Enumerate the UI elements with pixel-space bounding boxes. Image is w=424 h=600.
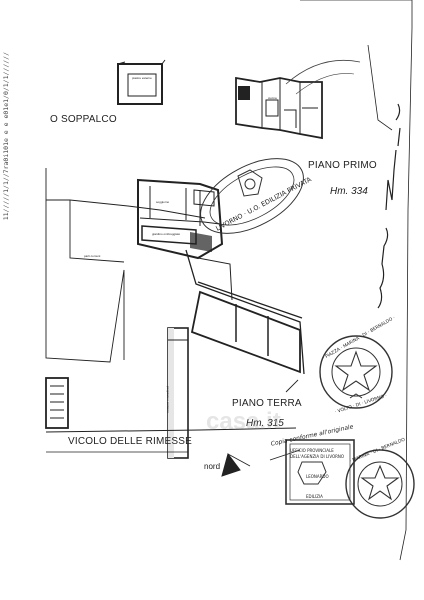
boundary-line: [300, 0, 413, 561]
piano-primo-plan-main: [137, 178, 224, 260]
label-piano-terra: PIANO TERRA: [232, 398, 302, 409]
marina-seal: [319, 335, 393, 409]
label-nord: nord: [204, 462, 221, 471]
watermark: casa.it: [206, 408, 281, 435]
room-label: parti comuni: [84, 254, 101, 258]
small-building-bottom-left: [45, 377, 69, 429]
arrow-line: [285, 379, 299, 393]
label-hm-primo: Hm. 334: [330, 186, 368, 197]
piano-primo-plan-upper: [235, 76, 323, 140]
north-arrow-icon: [221, 452, 251, 477]
ufficio-stamp-text: EDILIZIA: [306, 494, 323, 499]
boundary-line: [367, 44, 393, 131]
ufficio-stamp-text: LEONARDO: [306, 474, 329, 479]
arrow-line: [269, 449, 301, 461]
site-boundary: [69, 200, 125, 263]
stamp-fragment: [295, 73, 355, 95]
stamp-fragment: [285, 59, 361, 85]
room-label: soggiorno: [156, 200, 170, 204]
piano-terra-plan: [167, 327, 189, 459]
room-label: cucina: [268, 96, 277, 100]
room-label: pergolato e contorni: [166, 386, 170, 413]
marina-seal-lower: [345, 449, 415, 519]
label-piano-primo: PIANO PRIMO: [308, 160, 377, 171]
edilizia-stamp: [200, 158, 304, 234]
ufficio-stamp: [285, 439, 355, 505]
site-boundary: [46, 199, 206, 219]
signature-michelangelo: [385, 103, 401, 211]
ufficio-stamp-text: DELL'AGENZIA DI LIVORNO: [290, 454, 345, 459]
soppalco-plan: [117, 59, 166, 105]
signature-boato: [377, 227, 389, 309]
label-hm-terra: Hm. 315: [246, 418, 284, 429]
label-vicolo: VICOLO DELLE RIMESSE: [68, 436, 193, 447]
room-label: piastre esterne: [132, 76, 152, 80]
room-label: giardino ombreggiato: [152, 232, 181, 236]
label-soppalco: O SOPPALCO: [50, 114, 117, 125]
site-boundary: [45, 168, 125, 363]
stamp-emblem: [237, 169, 263, 197]
diagonal-corridor: [185, 249, 305, 375]
vicolo-line: [45, 427, 297, 433]
ufficio-stamp-text: UFFICIO PROVINCIALE: [290, 448, 334, 453]
